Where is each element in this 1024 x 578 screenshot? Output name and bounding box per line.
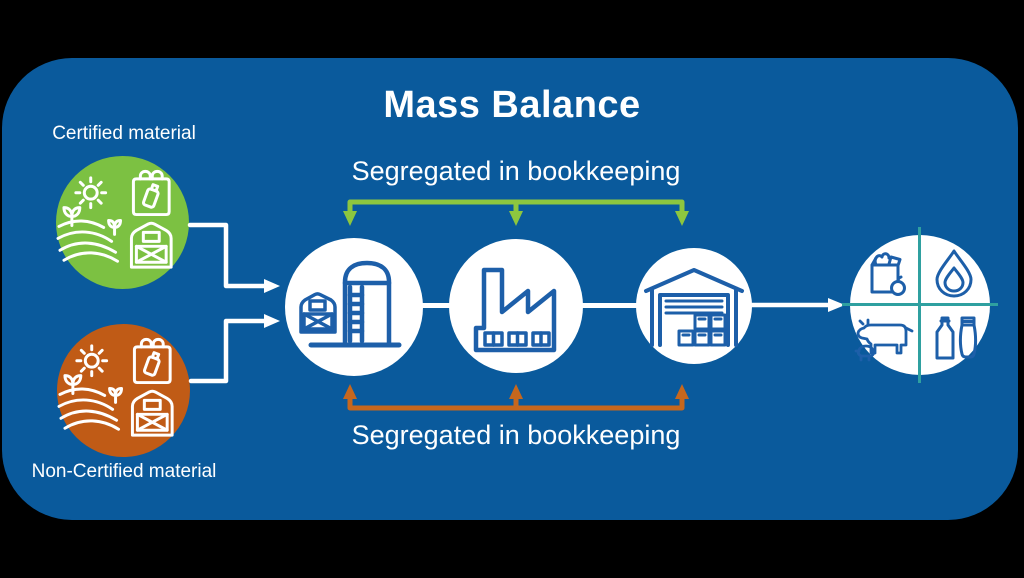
factory-circle xyxy=(449,239,583,373)
livestock-icon xyxy=(854,318,914,362)
non-certified-flow-arrow xyxy=(188,318,267,384)
certified-material-circle xyxy=(56,156,189,289)
chain-connector-2 xyxy=(581,303,638,308)
water-drop-icon xyxy=(935,249,973,298)
certified-material-label: Certified material xyxy=(52,123,196,144)
quadrant-divider-horizontal xyxy=(842,303,998,306)
farm-scene-icon xyxy=(56,156,189,289)
diagram-title: Mass Balance xyxy=(383,84,641,126)
farm-scene-icon xyxy=(57,324,190,457)
non-certified-material-label: Non-Certified material xyxy=(31,461,217,482)
certified-bookkeeping-label: Segregated in bookkeeping xyxy=(351,156,681,186)
certified-bookkeeping-bracket xyxy=(343,199,689,226)
source-flow-arrows xyxy=(187,222,280,384)
certified-flow-arrow xyxy=(187,222,267,289)
non-certified-bookkeeping-bracket xyxy=(343,384,689,411)
farm-silo-circle xyxy=(285,238,423,376)
factory-icon xyxy=(473,267,557,353)
warehouse-icon xyxy=(644,268,744,347)
warehouse-circle xyxy=(636,248,752,364)
packaged-goods-icon xyxy=(935,316,977,360)
chain-connector-1 xyxy=(421,303,451,308)
non-certified-bookkeeping-label: Segregated in bookkeeping xyxy=(351,420,681,450)
barn-silo-icon xyxy=(299,260,402,348)
non-certified-material-circle xyxy=(57,324,190,457)
output-arrow xyxy=(748,298,845,312)
grocery-bag-icon xyxy=(870,252,906,296)
